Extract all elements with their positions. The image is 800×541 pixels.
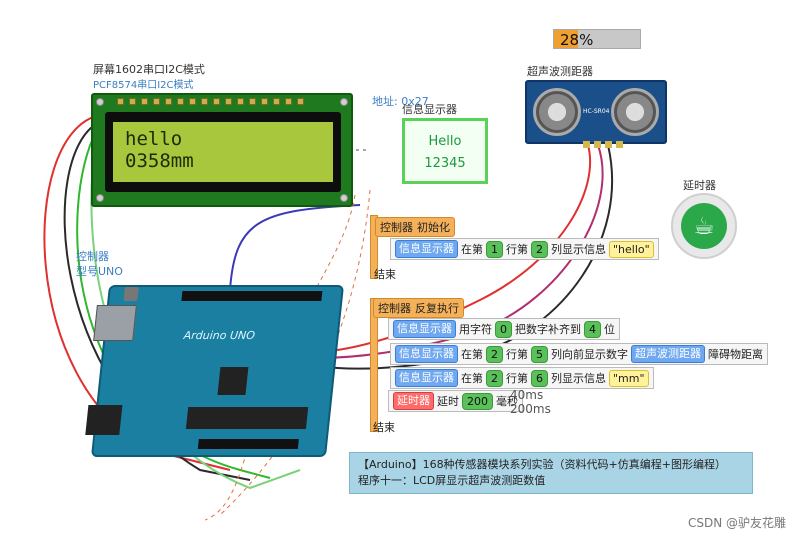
delay-hint-2: 200ms — [510, 402, 551, 416]
loop-device: 控制器 — [378, 302, 411, 315]
delay-block[interactable]: 延时器 延时 200 毫秒 — [388, 390, 523, 412]
loop-block-bar — [370, 298, 378, 432]
init-hat-block[interactable]: 控制器 初始化 — [375, 217, 455, 237]
usb-chip — [217, 367, 249, 395]
teacup-icon: ☕ — [681, 203, 727, 249]
col-value[interactable]: 6 — [531, 369, 548, 387]
progress-label: 28% — [560, 31, 594, 49]
info-display[interactable]: Hello 12345 — [402, 118, 488, 184]
info-display-line-1: Hello — [428, 134, 462, 149]
lcd-module[interactable]: hello 0358mm — [91, 93, 353, 207]
block-text: 在第 — [461, 243, 483, 256]
controller-title: 控制器 — [76, 250, 109, 263]
ultrasonic-pins — [583, 141, 623, 148]
lcd-screen: hello 0358mm — [113, 122, 333, 182]
block-text: 列显示信息 — [551, 372, 606, 385]
mount-hole — [340, 98, 348, 106]
arduino-board[interactable]: Arduino UNO — [85, 285, 345, 457]
progress-bar: 28% — [553, 29, 641, 49]
lcd-subtitle: PCF8574串口I2C模式 — [93, 80, 194, 91]
col-value[interactable]: 5 — [531, 345, 548, 363]
loop-action: 反复执行 — [415, 302, 459, 315]
init-block-bar — [370, 215, 378, 279]
reset-button[interactable] — [123, 287, 139, 301]
wire-ultra-vcc — [317, 144, 592, 353]
power-jack — [85, 405, 123, 435]
lcd-line-1: hello — [125, 128, 183, 150]
usb-port — [93, 305, 137, 341]
block-text: 列向前显示数字 — [551, 348, 628, 361]
text-value[interactable]: "mm" — [609, 369, 649, 387]
ultrasonic-title: 超声波测距器 — [527, 65, 593, 78]
block-text: 障碍物距离 — [708, 348, 763, 361]
show-number-block[interactable]: 信息显示器 在第 2 行第 5 列向前显示数字 超声波测距器 障碍物距离 — [390, 343, 768, 365]
block-text: 行第 — [506, 372, 528, 385]
transducer-right — [611, 88, 659, 136]
watermark: CSDN @驴友花雕 — [687, 516, 786, 530]
pad-number-block[interactable]: 信息显示器 用字符 0 把数字补齐到 4 位 — [388, 318, 620, 340]
block-text: 行第 — [506, 243, 528, 256]
mount-hole — [340, 194, 348, 202]
row-value[interactable]: 1 — [486, 240, 503, 258]
delay-hint-1: 40ms — [510, 388, 544, 402]
block-text: 行第 — [506, 348, 528, 361]
sensor-pill[interactable]: 超声波测距器 — [631, 345, 705, 363]
timer-title: 延时器 — [683, 179, 716, 192]
init-action: 初始化 — [417, 221, 450, 234]
pad-char-value[interactable]: 0 — [495, 320, 512, 338]
controller-model: 型号UNO — [76, 265, 123, 278]
lcd-pin-header — [117, 98, 304, 105]
device-pill[interactable]: 信息显示器 — [393, 320, 456, 338]
info-display-line-2: 12345 — [424, 156, 466, 171]
pad-width-value[interactable]: 4 — [584, 320, 601, 338]
mount-hole — [96, 194, 104, 202]
device-pill[interactable]: 信息显示器 — [395, 240, 458, 258]
loop-hat-block[interactable]: 控制器 反复执行 — [373, 298, 464, 318]
board-label: Arduino UNO — [183, 329, 256, 342]
loop-end-label: 结束 — [373, 421, 395, 434]
lcd-bezel: hello 0358mm — [105, 112, 341, 192]
wire-blue — [229, 204, 361, 291]
block-text: 用字符 — [459, 323, 492, 336]
timer-module[interactable]: ☕ — [671, 193, 737, 259]
caption-note: 【Arduino】168种传感器模块系列实验（资料代码+仿真编程+图形编程） 程… — [349, 452, 753, 494]
transducer-left — [533, 88, 581, 136]
col-value[interactable]: 2 — [531, 240, 548, 258]
mount-hole — [96, 98, 104, 106]
dashed-guide — [204, 194, 356, 521]
block-text: 延时 — [437, 395, 459, 408]
text-value[interactable]: "hello" — [609, 240, 654, 258]
dashed-guide-2 — [219, 189, 371, 516]
block-text: 在第 — [461, 348, 483, 361]
block-text: 列显示信息 — [551, 243, 606, 256]
device-pill[interactable]: 信息显示器 — [395, 345, 458, 363]
info-display-title: 信息显示器 — [402, 103, 457, 116]
lcd-title: 屏幕1602串口I2C模式 — [93, 63, 205, 76]
block-text: 把数字补齐到 — [515, 323, 581, 336]
row-value[interactable]: 2 — [486, 345, 503, 363]
timer-pill[interactable]: 延时器 — [393, 392, 434, 410]
block-text: 位 — [604, 323, 615, 336]
digital-header — [181, 291, 323, 301]
delay-ms-value[interactable]: 200 — [462, 392, 493, 410]
caption-line-2: 程序十一：LCD屏显示超声波测距数值 — [358, 474, 546, 487]
block-text: 在第 — [461, 372, 483, 385]
device-pill[interactable]: 信息显示器 — [395, 369, 458, 387]
show-text-block[interactable]: 信息显示器 在第 2 行第 6 列显示信息 "mm" — [390, 367, 654, 389]
init-device: 控制器 — [380, 221, 413, 234]
microcontroller-chip — [185, 407, 309, 429]
init-end-label: 结束 — [374, 268, 396, 281]
ultrasonic-sensor[interactable]: HC-SR04 — [525, 80, 667, 148]
lcd-line-2: 0358mm — [125, 150, 194, 172]
caption-line-1: 【Arduino】168种传感器模块系列实验（资料代码+仿真编程+图形编程） — [358, 458, 726, 471]
row-value[interactable]: 2 — [486, 369, 503, 387]
ultrasonic-chip-label: HC-SR04 — [583, 108, 610, 115]
init-row-block[interactable]: 信息显示器 在第 1 行第 2 列显示信息 "hello" — [390, 238, 659, 260]
lcd-address: 地址: 0x27 — [372, 95, 429, 108]
block-text: 毫秒 — [496, 395, 518, 408]
progress-fill — [554, 30, 579, 48]
analog-header — [197, 439, 299, 449]
